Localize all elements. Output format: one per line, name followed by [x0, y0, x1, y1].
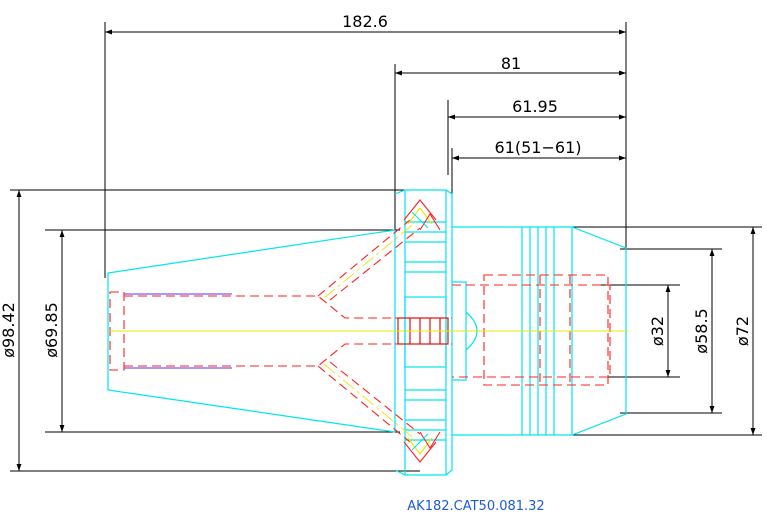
dim-length-81: 81 [501, 54, 521, 73]
v-groove-bottom [403, 431, 441, 463]
dim-dia-98-42: ø98.42 [0, 302, 18, 358]
dim-overall-length: 182.6 [342, 12, 388, 31]
dim-length-61: 61(51−61) [495, 138, 582, 157]
v-groove-top [403, 199, 441, 231]
part-number-label: AK182.CAT50.081.32 [407, 499, 544, 514]
dim-length-61-95: 61.95 [512, 97, 558, 116]
dimension-lines [16, 29, 756, 471]
dim-dia-72: ø72 [733, 316, 752, 346]
dim-dia-32: ø32 [648, 316, 667, 346]
extension-lines [10, 22, 762, 472]
inner-bore [124, 293, 232, 369]
dim-dia-58-5: ø58.5 [692, 308, 711, 353]
channel-centerlines [323, 221, 417, 441]
dim-dia-69-85: ø69.85 [42, 302, 61, 358]
